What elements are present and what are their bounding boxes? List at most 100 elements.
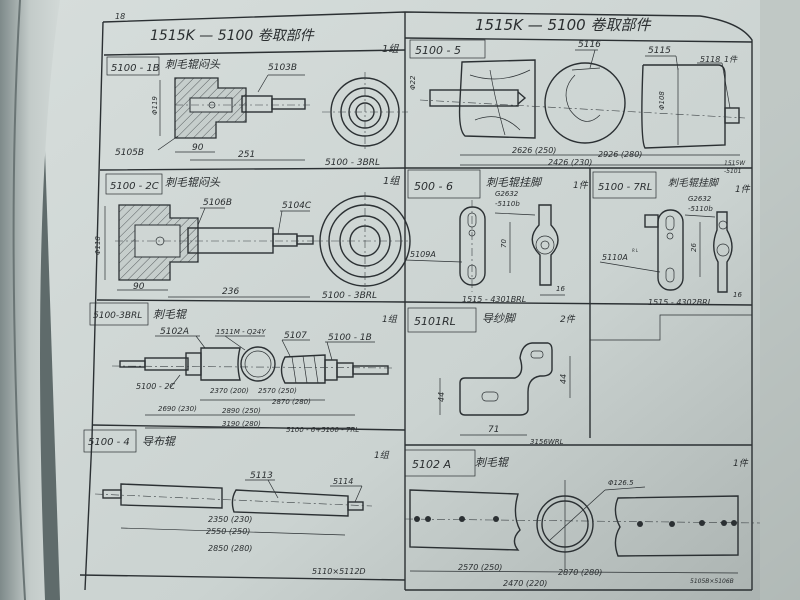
dim-label: -5110b bbox=[495, 200, 520, 208]
part-code: 5100 - 4 bbox=[88, 437, 130, 448]
dim-label: 70 bbox=[500, 239, 508, 248]
part-code: 5100-3BRL bbox=[93, 311, 142, 321]
dim-label: 236 bbox=[222, 287, 239, 297]
dim-label: 1515 - 4302BRL bbox=[648, 298, 712, 307]
part-code: 5102 A bbox=[412, 458, 451, 471]
part-code: 5100 - 7RL bbox=[598, 182, 652, 193]
dim-label: 2870 (280) bbox=[558, 568, 602, 577]
part-qty: 1件 bbox=[724, 55, 738, 64]
panel-5100-5: 5100 - 5 bbox=[409, 39, 746, 166]
dim-label: R L bbox=[632, 248, 638, 253]
part-name: 刺毛辊闷头 bbox=[165, 58, 221, 71]
dim-label: Φ119 bbox=[151, 96, 159, 115]
dim-label: 2690 (230) bbox=[158, 405, 197, 413]
title-right: 1515K — 5100 卷取部件 bbox=[475, 16, 652, 34]
dim-label: -5101 bbox=[724, 168, 741, 175]
panel-5100-1b: 5100 - 1B 刺毛辊闷头 1组 5103B 5105B Φ119 9 bbox=[106, 43, 408, 168]
dim-label: Φ22 bbox=[409, 75, 417, 90]
dim-label: 5113 bbox=[250, 471, 273, 481]
dim-label: 2570 (250) bbox=[258, 387, 297, 395]
part-qty: 1组 bbox=[382, 314, 398, 325]
dim-label: 5110×5112D bbox=[312, 567, 366, 576]
dim-label: 5106B bbox=[203, 198, 232, 208]
dim-label: 2870 (280) bbox=[272, 398, 311, 406]
dim-label: 5104C bbox=[282, 201, 312, 211]
title-left: 1515K — 5100 卷取部件 bbox=[150, 28, 315, 44]
dim-label: 5103B bbox=[268, 63, 297, 73]
dim-label: 3190 (280) bbox=[222, 420, 261, 428]
part-code: 500 - 6 bbox=[414, 180, 453, 193]
part-code: 5100 - 2C bbox=[110, 181, 159, 192]
dim-label: 16 bbox=[733, 291, 742, 299]
dim-label: 2626 (250) bbox=[512, 146, 556, 155]
dim-label: 5115 bbox=[648, 46, 671, 56]
part-qty: 2件 bbox=[560, 314, 576, 325]
dim-label: 3156WRL bbox=[530, 438, 564, 446]
dim-label: 1511M - Q24Y bbox=[216, 328, 266, 336]
dim-label: Φ118 bbox=[94, 236, 102, 255]
dim-label: 5110A bbox=[602, 253, 628, 262]
dim-label: 90 bbox=[192, 143, 204, 153]
dim-label: Φ108 bbox=[658, 91, 666, 110]
dim-label: 5105B×5106B bbox=[690, 578, 734, 585]
paper-page bbox=[40, 0, 800, 600]
part-name: 刺毛辊挂脚 bbox=[486, 176, 543, 189]
end-view-circles bbox=[322, 72, 408, 152]
dim-label: 2350 (230) bbox=[208, 515, 252, 524]
dim-label: 2890 (250) bbox=[222, 407, 261, 415]
part-qty: 1件 bbox=[735, 184, 751, 195]
part-name: 刺毛辊 bbox=[475, 456, 510, 469]
panel-5100-3brl: 5100-3BRL 刺毛辊 1组 bbox=[89, 302, 398, 429]
panel-5102a: 5102 A 刺毛辊 1件 bbox=[404, 449, 761, 574]
dim-label: 2370 (200) bbox=[210, 387, 249, 395]
dim-label: 5100 - 3BRL bbox=[322, 291, 377, 301]
panel-5101rl: 5101RL 导纱脚 2件 bbox=[407, 307, 576, 436]
panel-5100-4: 5100 - 4 导布辊 1组 bbox=[83, 429, 390, 536]
dim-label: 5109A bbox=[410, 250, 436, 259]
part-qty: 1组 bbox=[374, 450, 390, 461]
page-number: 18 bbox=[115, 12, 125, 21]
panel-5100-2c: 5100 - 2C 刺毛辊闷头 1组 5106B 5104C Φ118 90 2… bbox=[94, 173, 411, 301]
dim-label: 5114 bbox=[333, 477, 353, 486]
dim-label: G2632 bbox=[495, 190, 519, 198]
dim-label: 5107 bbox=[284, 331, 307, 341]
dim-label: -5110b bbox=[688, 205, 713, 213]
dim-label: 44 bbox=[437, 392, 446, 402]
dim-label: 26 bbox=[690, 243, 698, 252]
dim-label: 5116 bbox=[578, 40, 601, 50]
dim-label: 2550 (250) bbox=[206, 527, 250, 536]
dim-label: 5105B bbox=[115, 148, 144, 158]
dim-label: 16 bbox=[556, 285, 565, 293]
part-name: 导布辊 bbox=[142, 435, 177, 448]
dim-label: 5100 - 6+5100 - 7RL bbox=[286, 426, 359, 434]
part-qty: 1件 bbox=[573, 180, 589, 191]
panel-5100-7rl: 5100 - 7RL 刺毛辊挂脚 1件 bbox=[592, 171, 751, 293]
part-name: 刺毛辊闷头 bbox=[165, 176, 221, 189]
part-qty: 1件 bbox=[733, 458, 749, 469]
roll-pin-holes bbox=[414, 516, 737, 527]
drawing-frame bbox=[79, 11, 753, 591]
sectioned-cap-drawing bbox=[157, 74, 310, 161]
dim-label: 5118 bbox=[700, 55, 720, 64]
part-qty: 1组 bbox=[383, 175, 400, 187]
dim-label: 44 bbox=[559, 374, 568, 384]
dim-label: 5100 - 2C bbox=[136, 382, 175, 391]
part-name: 导纱脚 bbox=[482, 312, 517, 325]
dim-label: 5100 - 3BRL bbox=[325, 158, 380, 168]
dim-label: 2426 (230) bbox=[548, 158, 592, 167]
dim-label: 251 bbox=[238, 150, 255, 160]
dim-label: 90 bbox=[133, 282, 145, 292]
dim-label: 2470 (220) bbox=[503, 579, 547, 588]
dim-label: 5100 - 1B bbox=[328, 333, 372, 343]
part-name: 刺毛辊挂脚 bbox=[668, 177, 720, 189]
part-name: 刺毛辊 bbox=[153, 308, 188, 321]
dim-label: 2926 (280) bbox=[598, 150, 642, 159]
dim-label: Φ126.5 bbox=[608, 479, 634, 487]
dim-label: 5102A bbox=[160, 327, 189, 337]
part-qty: 1组 bbox=[382, 43, 399, 55]
dim-label: 2850 (280) bbox=[208, 544, 252, 553]
part-code: 5100 - 1B bbox=[111, 63, 160, 74]
dim-label: 1515W bbox=[724, 160, 746, 167]
dim-label: 1515 - 4301BRL bbox=[462, 295, 526, 304]
